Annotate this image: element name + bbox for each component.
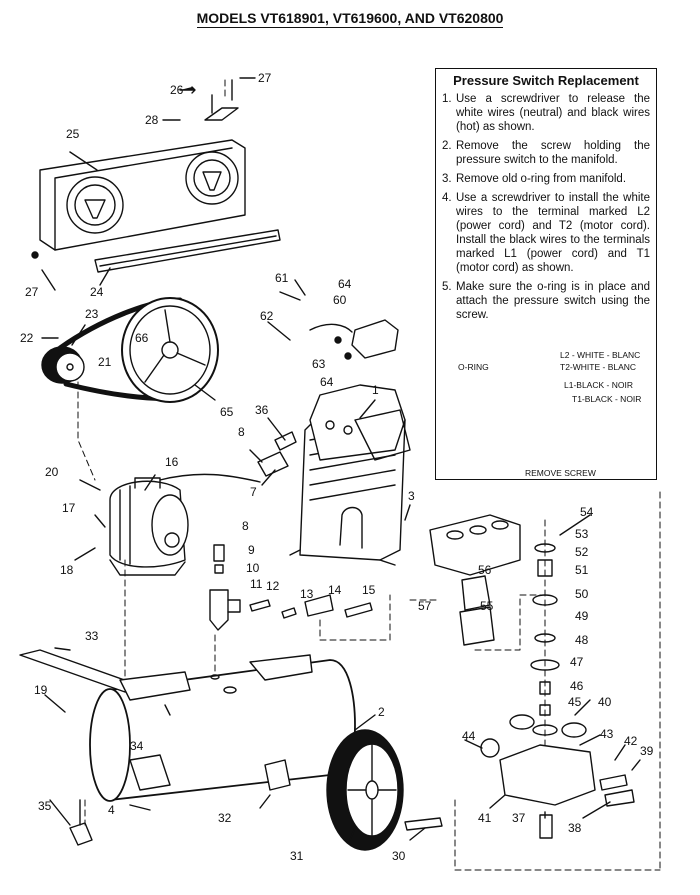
axle-bolt <box>404 817 443 831</box>
callout: 55 <box>480 599 494 613</box>
switch-cover <box>429 514 521 576</box>
callout: 40 <box>598 695 612 709</box>
instruction-list: 1.Use a screwdriver to release the white… <box>442 92 650 322</box>
callout: 44 <box>462 729 476 743</box>
callout: 57 <box>418 599 432 613</box>
pressure-switch-panel: Pressure Switch Replacement 1.Use a scre… <box>435 68 657 480</box>
callout: 38 <box>568 821 582 835</box>
callout: 20 <box>45 465 59 479</box>
panel-heading: Pressure Switch Replacement <box>453 73 639 88</box>
callout: 48 <box>575 633 589 647</box>
callout: 56 <box>478 563 492 577</box>
callout: 37 <box>512 811 526 825</box>
callout: 62 <box>260 309 274 323</box>
fittings <box>209 544 373 631</box>
regulator-knob <box>459 575 495 646</box>
leader-arrows <box>41 77 641 841</box>
callout: 15 <box>362 583 376 597</box>
callout: 18 <box>60 563 74 577</box>
callout: 1 <box>372 383 379 397</box>
callout: 17 <box>62 501 76 515</box>
callout: 2 <box>378 705 385 719</box>
wheel <box>326 729 404 851</box>
callout: 13 <box>300 587 314 601</box>
callout: 10 <box>246 561 260 575</box>
callout: 49 <box>575 609 589 623</box>
belt-guard <box>39 139 246 251</box>
callout: 41 <box>478 811 492 825</box>
callout: 25 <box>66 127 80 141</box>
callout: 36 <box>255 403 269 417</box>
tank <box>89 659 356 802</box>
callout: 21 <box>98 355 112 369</box>
pump-cylinder-head <box>309 384 411 461</box>
callout: 9 <box>248 543 255 557</box>
motor-pulley <box>41 346 85 384</box>
handle <box>19 649 191 701</box>
callout: 14 <box>328 583 342 597</box>
instruction-step: 1.Use a screwdriver to release the white… <box>442 93 650 133</box>
callout: 35 <box>38 799 52 813</box>
callout: 33 <box>85 629 99 643</box>
callout: 39 <box>640 744 654 758</box>
callout: 27 <box>25 285 39 299</box>
callout: 3 <box>408 489 415 503</box>
callout: 4 <box>108 803 115 817</box>
callout: 26 <box>170 83 184 97</box>
callout: 65 <box>220 405 234 419</box>
instruction-step: 2.Remove the screw holding the pressure … <box>442 140 650 166</box>
callout: 46 <box>570 679 584 693</box>
pressure-switch-part <box>279 291 399 360</box>
callout: 64 <box>320 375 334 389</box>
callout: 51 <box>575 563 589 577</box>
tank-foot <box>69 799 93 846</box>
callout: 12 <box>266 579 280 593</box>
callout: 50 <box>575 587 589 601</box>
connector-lines <box>77 79 661 871</box>
callout: 19 <box>34 683 48 697</box>
callout: 31 <box>290 849 304 863</box>
callout: 32 <box>218 811 232 825</box>
breather <box>257 431 297 477</box>
callout: 42 <box>624 734 638 748</box>
callout: 45 <box>568 695 582 709</box>
callout-labels: 26 27 28 25 27 24 61 64 60 62 23 22 66 2… <box>20 71 654 863</box>
callout: 47 <box>570 655 584 669</box>
callout: 7 <box>250 485 257 499</box>
callout: 52 <box>575 545 589 559</box>
callout: 11 <box>250 577 263 591</box>
instruction-step: 3.Remove old o-ring from manifold. <box>442 173 627 185</box>
instruction-step: 4.Use a screwdriver to install the white… <box>442 192 650 274</box>
manifold <box>480 714 635 839</box>
guard-bracket <box>204 79 239 121</box>
guard-screw <box>31 251 39 259</box>
callout: 43 <box>600 727 614 741</box>
callout: 24 <box>90 285 104 299</box>
callout: 8 <box>238 425 245 439</box>
instruction-step: 5.Make sure the o-ring is in place and a… <box>442 281 650 321</box>
callout: 22 <box>20 331 34 345</box>
guard-back-rail <box>94 229 281 273</box>
callout: 23 <box>85 307 99 321</box>
callout: 28 <box>145 113 159 127</box>
page-title: MODELS VT618901, VT619600, AND VT620800 <box>196 10 504 28</box>
callout: 53 <box>575 527 589 541</box>
flywheel <box>121 297 219 403</box>
callout: 16 <box>165 455 179 469</box>
callout: 63 <box>312 357 326 371</box>
callout: 30 <box>392 849 406 863</box>
callout: 27 <box>258 71 272 85</box>
callout: 8 <box>242 519 249 533</box>
callout: 66 <box>135 331 149 345</box>
callout: 34 <box>130 739 144 753</box>
motor <box>109 473 261 576</box>
callout: 64 <box>338 277 352 291</box>
tank-saddle <box>129 654 313 791</box>
callout: 61 <box>275 271 289 285</box>
callout: 60 <box>333 293 347 307</box>
callout: 54 <box>580 505 594 519</box>
